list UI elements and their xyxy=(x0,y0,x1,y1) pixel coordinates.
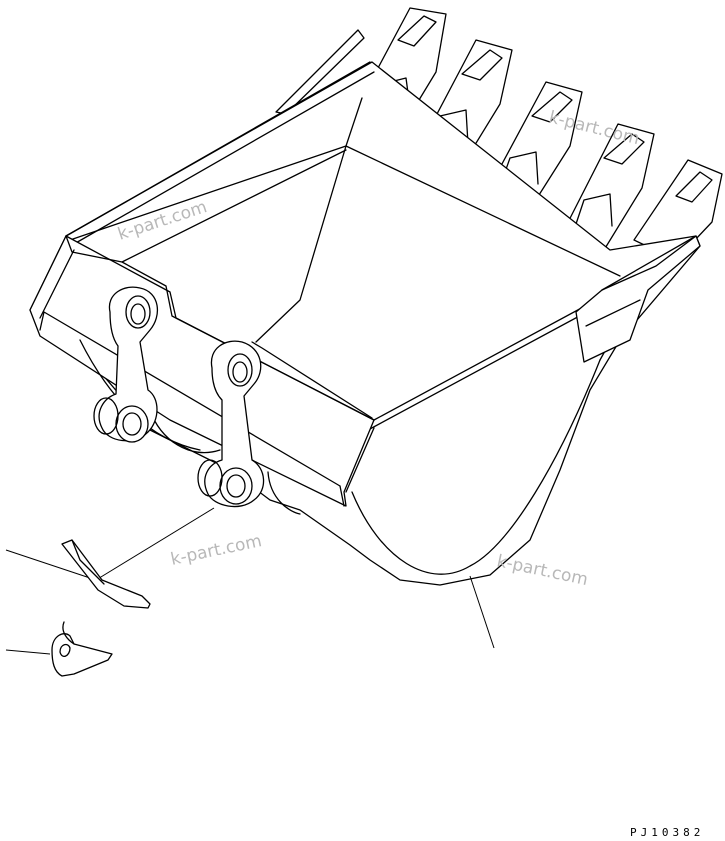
clip-part xyxy=(51,621,113,677)
leader-line-pin-to-lug xyxy=(95,507,215,581)
leader-lines xyxy=(5,507,495,655)
watermark-text: k-part.com xyxy=(495,551,590,590)
leader-line-bucket xyxy=(469,575,495,649)
pin-part xyxy=(61,539,151,609)
leader-line-pin xyxy=(5,549,97,581)
watermark-text: k-part.com xyxy=(169,531,264,570)
drawing-code-label: PJ10382 xyxy=(630,826,704,839)
bucket-mounting-lugs xyxy=(93,286,265,508)
leader-line-clip xyxy=(5,649,51,655)
lug-left xyxy=(93,286,159,443)
lug-right xyxy=(197,340,265,508)
